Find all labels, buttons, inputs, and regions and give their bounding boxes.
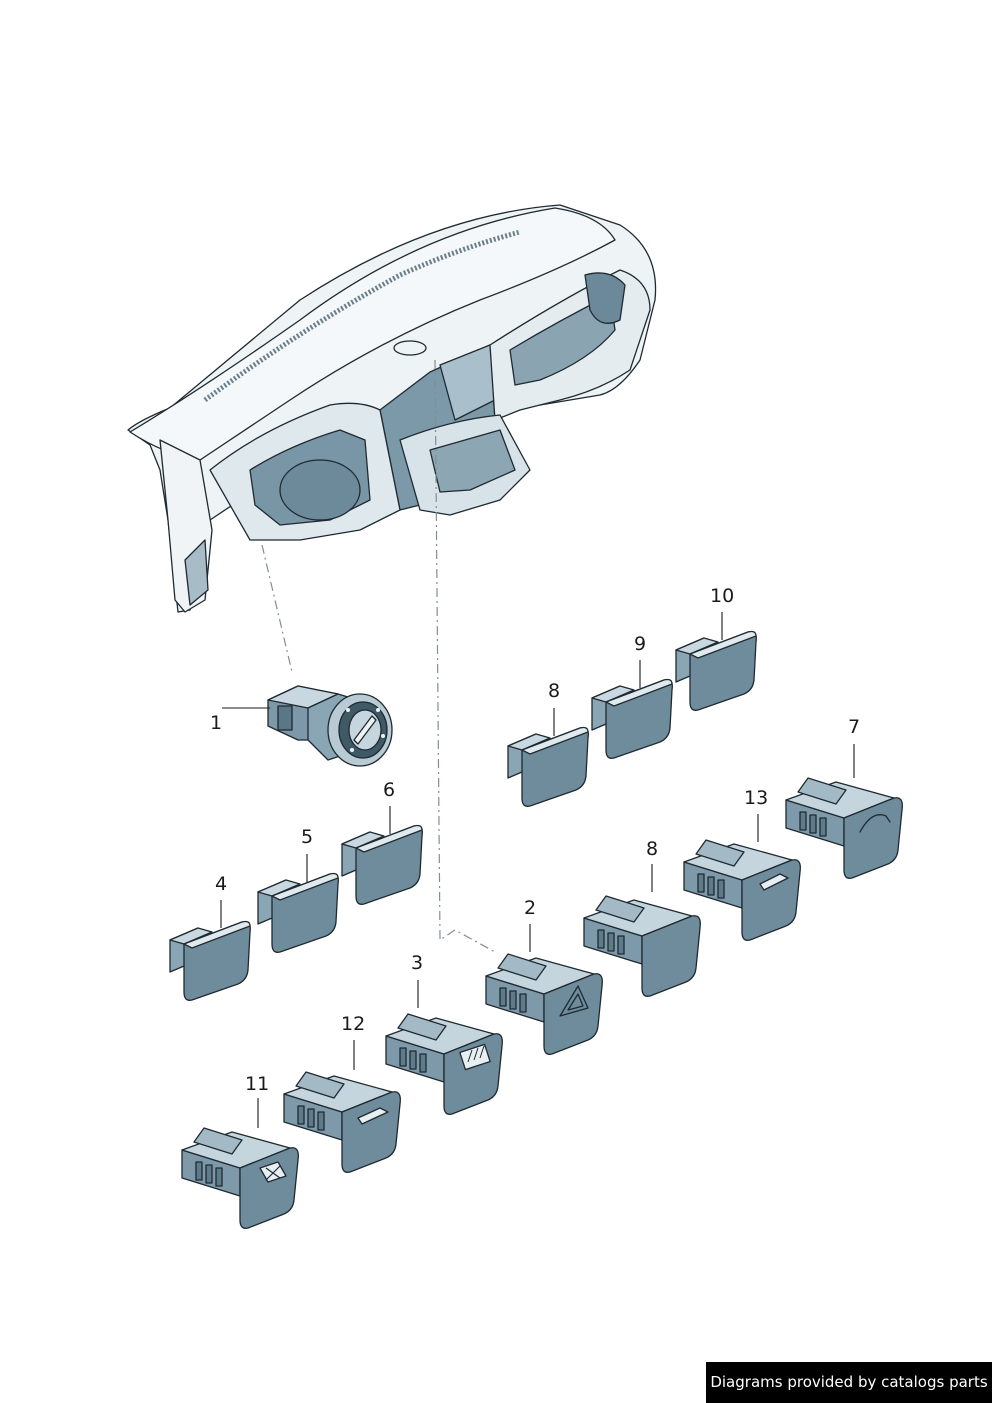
trunk-release-icon <box>859 814 891 833</box>
part-6-rocker-switch <box>341 824 423 905</box>
part-9-rocker-switch <box>591 678 673 759</box>
callout-9: 9 <box>634 633 646 655</box>
part-1-light-switch <box>267 685 393 767</box>
part-7-switch <box>785 777 903 879</box>
part-3-rear-defrost-switch <box>385 1013 503 1115</box>
hazard-triangle-icon <box>559 985 589 1017</box>
part-11-switch <box>181 1127 299 1229</box>
tailgate-symbol-icon <box>357 1107 389 1125</box>
callout-13: 13 <box>744 787 768 809</box>
callout-12: 12 <box>341 1013 365 1035</box>
part-2-hazard-switch <box>485 953 603 1055</box>
part-4-rocker-switch <box>169 920 251 1001</box>
part-12-switch <box>283 1071 401 1173</box>
part-8-rocker-switch <box>507 726 589 807</box>
part-5-rocker-switch <box>257 872 339 953</box>
callout-7: 7 <box>848 716 860 738</box>
callout-2: 2 <box>524 897 536 919</box>
callout-5: 5 <box>301 826 313 848</box>
callout-6: 6 <box>383 779 395 801</box>
part-13-switch <box>683 839 801 941</box>
callout-8-lower: 8 <box>646 838 658 860</box>
dashboard-panel <box>127 204 657 953</box>
rear-defrost-icon <box>459 1043 491 1071</box>
callout-11: 11 <box>245 1073 269 1095</box>
callout-10: 10 <box>710 585 734 607</box>
part-10-rocker-switch <box>675 630 757 711</box>
tailgate-symbol-icon <box>759 873 789 891</box>
leader-lines <box>220 612 855 1128</box>
callout-4: 4 <box>215 873 227 895</box>
callout-3: 3 <box>411 952 423 974</box>
callout-8-upper: 8 <box>548 680 560 702</box>
callout-1: 1 <box>210 712 222 734</box>
credit-banner: Diagrams provided by catalogs parts <box>706 1362 992 1403</box>
fan-symbol-icon <box>259 1161 287 1183</box>
